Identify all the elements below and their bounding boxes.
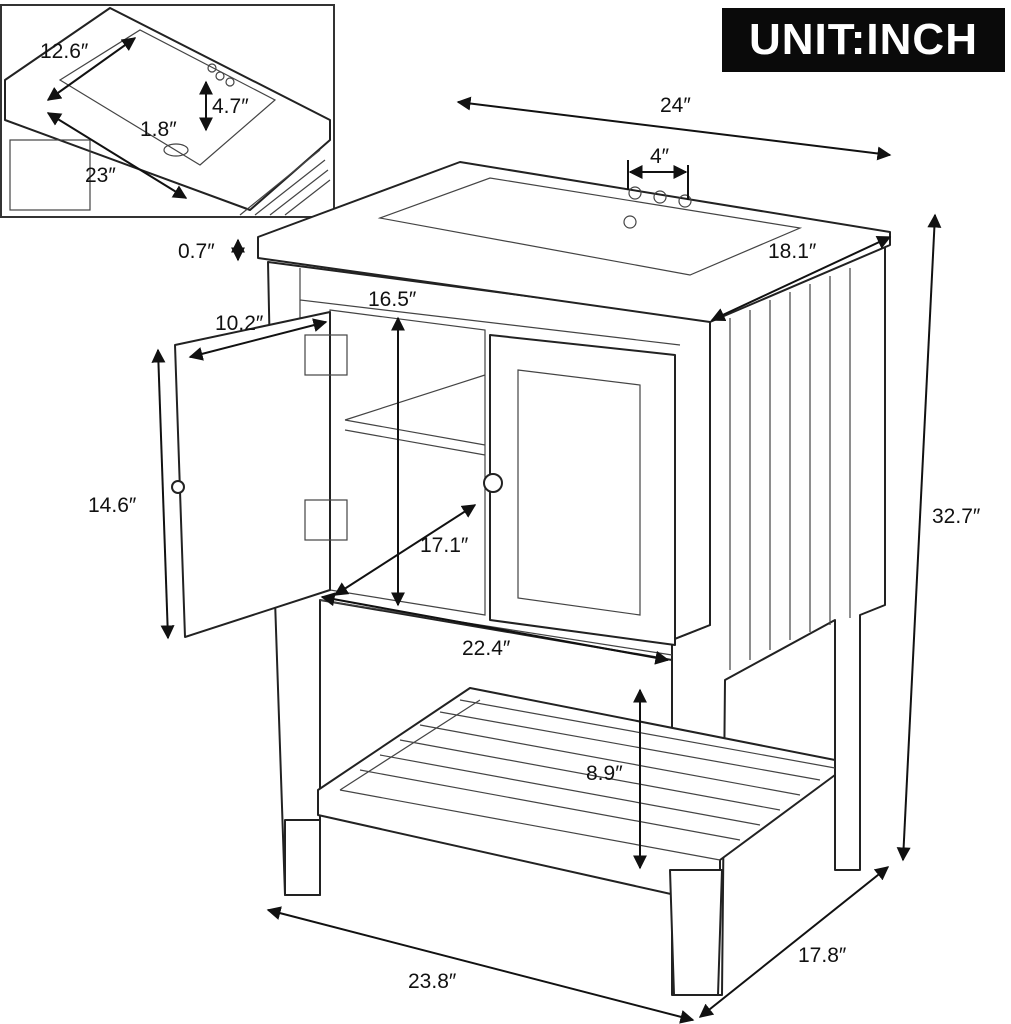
door-width-label: 10.2″ [215,312,264,335]
overall-width-label: 24″ [660,94,691,117]
inset-drain-label: 1.8″ [140,118,177,141]
overall-height-label: 32.7″ [932,505,981,528]
base-depth-label: 17.8″ [798,944,847,967]
dimension-lines: 24″ 4″ 18.1″ 0.7″ 16.5″ 10.2″ 14.6″ 17.1… [88,94,981,1024]
unit-label: UNIT:INCH [749,15,978,64]
interior-depth-label: 17.1″ [420,534,469,557]
vanity-drawing [171,161,891,996]
top-depth-label: 18.1″ [768,240,817,263]
top-thickness-label: 0.7″ [178,240,215,263]
sink-inset [0,4,335,218]
base-width-label: 23.8″ [408,970,457,993]
inset-dimensions: 12.6″ 4.7″ 1.8″ 23″ [40,37,249,199]
interior-width-label: 22.4″ [462,637,511,660]
faucet-spacing-label: 4″ [650,145,670,168]
inset-top-width-label: 23″ [85,164,116,187]
shelf-clearance-label: 8.9″ [586,762,623,785]
inset-basin-depth-label: 4.7″ [212,95,249,118]
door-height-label: 14.6″ [88,494,137,517]
interior-height-label: 16.5″ [368,288,417,311]
unit-badge: UNIT:INCH [722,8,1005,72]
inset-basin-width-label: 12.6″ [40,40,89,63]
